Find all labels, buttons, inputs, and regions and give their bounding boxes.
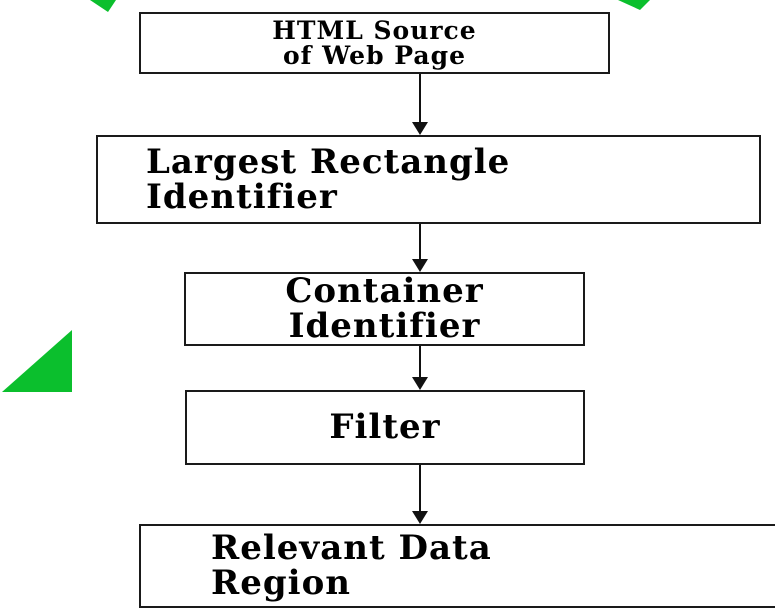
step-html-source-line-1: HTML Source (272, 15, 477, 45)
step-filter-line-1: Filter (329, 407, 441, 448)
step-relevant-data-region: Relevant Data Region (139, 524, 775, 608)
step-container-line-2: Identifier (288, 306, 481, 346)
step-html-source: HTML Source of Web Page (139, 12, 610, 74)
arrow-2 (412, 224, 428, 272)
arrow-4 (412, 465, 428, 524)
arrow-3 (412, 346, 428, 390)
step-container-line-1: Container (285, 271, 484, 312)
step-relevant-data-line-2: Region (211, 563, 351, 603)
watermark-triangle-top-left (90, 0, 116, 12)
step-container-identifier: Container Identifier (184, 272, 585, 346)
watermark-triangle-left (2, 330, 72, 392)
step-largest-rectangle-identifier: Largest Rectangle Identifier (96, 135, 761, 224)
step-largest-rectangle-line-1: Largest Rectangle (146, 141, 511, 182)
step-filter: Filter (185, 390, 585, 465)
step-relevant-data-line-1: Relevant Data (211, 528, 492, 569)
watermark-triangle-top-right (618, 0, 650, 10)
step-html-source-line-2: of Web Page (283, 41, 466, 70)
arrow-1 (412, 74, 428, 135)
step-largest-rectangle-line-2: Identifier (146, 176, 338, 217)
